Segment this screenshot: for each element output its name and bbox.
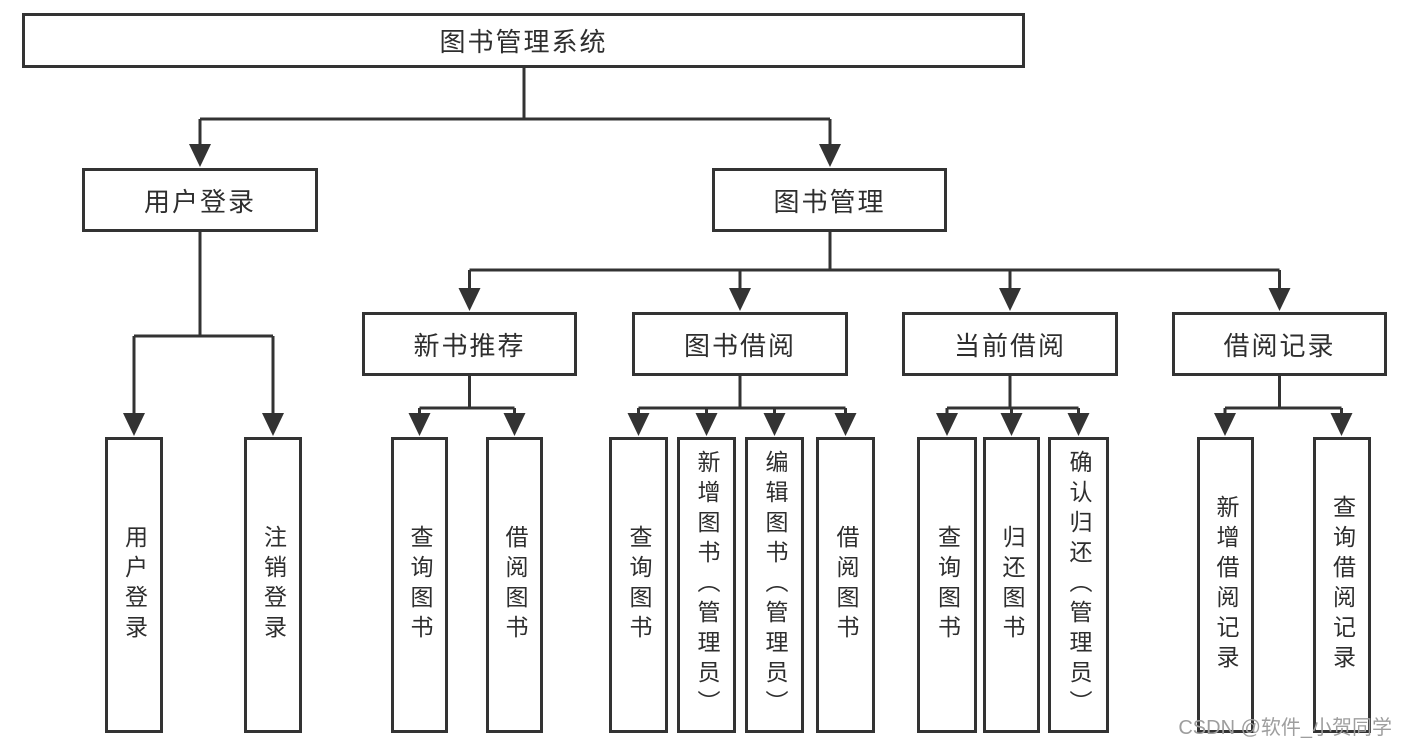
leaf-query-books-recommendation: 查询图书 [391,437,448,733]
leaf-return-book: 归还图书 [983,437,1040,733]
leaf-label: 确认归还（管理员） [1066,450,1092,720]
node-label: 图书管理系统 [439,27,608,57]
leaf-label: 查询图书 [407,525,433,645]
node-label: 用户登录 [143,186,256,217]
node-label: 借阅记录 [1223,330,1336,361]
leaf-borrow-books-recommendation: 借阅图书 [486,437,543,733]
leaf-query-borrow-record: 查询借阅记录 [1313,437,1371,733]
node-new-book-recommendation: 新书推荐 [362,312,577,376]
leaf-label: 归还图书 [999,525,1025,645]
node-library-management-system: 图书管理系统 [22,13,1025,68]
leaf-add-book-admin: 新增图书（管理员） [677,437,736,733]
node-current-borrowing: 当前借阅 [902,312,1118,376]
node-label: 图书管理 [773,186,886,217]
leaf-confirm-return-admin: 确认归还（管理员） [1048,437,1109,733]
node-label: 当前借阅 [953,330,1066,361]
csdn-watermark: CSDN @软件_小贺同学 [1178,717,1392,739]
node-book-borrowing: 图书借阅 [632,312,848,376]
leaf-label: 编辑图书（管理员） [762,450,788,720]
leaf-label: 新增图书（管理员） [694,450,720,720]
arrowheads [123,144,1353,436]
leaf-label: 借阅图书 [502,525,528,645]
leaf-borrow-books-borrowing: 借阅图书 [816,437,875,733]
leaf-label: 注销登录 [260,525,287,645]
node-label: 新书推荐 [413,330,526,361]
node-borrowing-records: 借阅记录 [1172,312,1387,376]
leaf-label: 查询借阅记录 [1329,495,1356,675]
leaf-query-books-borrowing: 查询图书 [609,437,668,733]
node-book-management: 图书管理 [712,168,947,232]
leaf-user-login: 用户登录 [105,437,163,733]
leaf-edit-book-admin: 编辑图书（管理员） [745,437,804,733]
leaf-label: 新增借阅记录 [1213,495,1239,675]
leaf-logout: 注销登录 [244,437,302,733]
leaf-query-books-current: 查询图书 [917,437,977,733]
node-user-login: 用户登录 [82,168,318,232]
leaf-label: 查询图书 [934,525,961,645]
leaf-add-borrow-record: 新增借阅记录 [1197,437,1254,733]
leaf-label: 查询图书 [626,525,652,645]
node-label: 图书借阅 [683,330,796,361]
leaf-label: 借阅图书 [833,525,859,645]
leaf-label: 用户登录 [121,525,148,645]
